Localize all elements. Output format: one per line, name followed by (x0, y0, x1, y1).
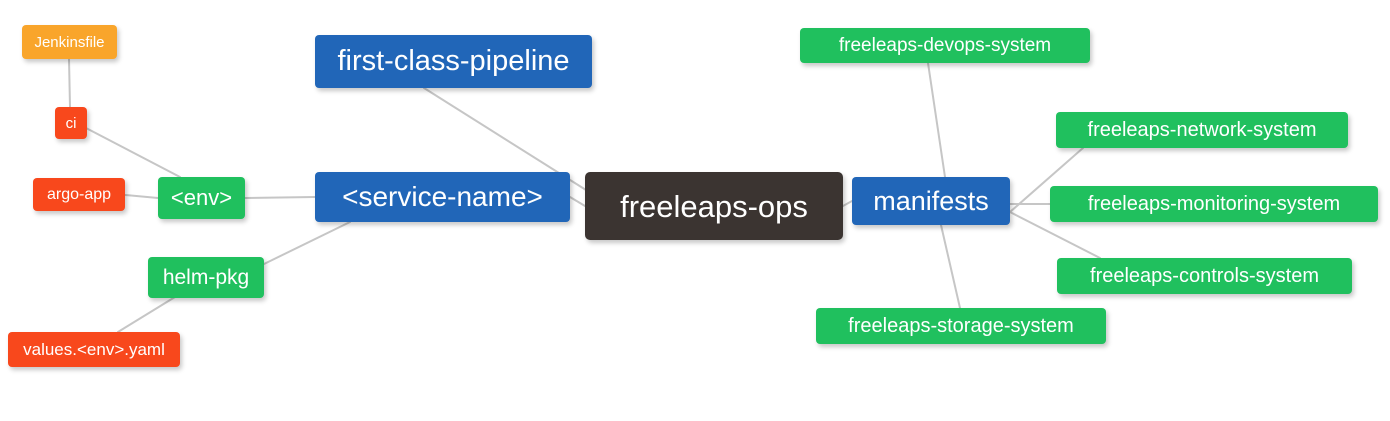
edge-ci-to-jenkinsfile (68, 58, 71, 108)
node-storage-system[interactable]: freeleaps-storage-system (816, 308, 1106, 344)
node-network-system[interactable]: freeleaps-network-system (1056, 112, 1348, 148)
edge-freeleaps-ops-to-manifests (842, 200, 853, 207)
edge-freeleaps-ops-to-service-name (569, 196, 586, 207)
node-values-yaml[interactable]: values.<env>.yaml (8, 332, 180, 367)
node-freeleaps-ops[interactable]: freeleaps-ops (585, 172, 843, 240)
edge-manifests-to-storage-system (940, 224, 961, 309)
node-env[interactable]: <env> (158, 177, 245, 219)
edge-env-to-argo-app (124, 194, 159, 199)
node-controls-system[interactable]: freeleaps-controls-system (1057, 258, 1352, 294)
edge-env-to-ci (85, 127, 181, 178)
node-manifests[interactable]: manifests (852, 177, 1010, 225)
edge-manifests-to-controls-system (1009, 211, 1101, 259)
edge-helm-pkg-to-values-yaml (117, 296, 176, 333)
node-ci[interactable]: ci (55, 107, 87, 139)
edge-service-name-to-helm-pkg (263, 221, 351, 265)
node-jenkinsfile[interactable]: Jenkinsfile (22, 25, 117, 59)
edge-manifests-to-devops-system (927, 62, 946, 178)
node-devops-system[interactable]: freeleaps-devops-system (800, 28, 1090, 63)
node-service-name[interactable]: <service-name> (315, 172, 570, 222)
node-monitoring-system[interactable]: freeleaps-monitoring-system (1050, 186, 1378, 222)
edge-manifests-to-network-system (1009, 147, 1084, 213)
node-first-class-pipeline[interactable]: first-class-pipeline (315, 35, 592, 88)
edge-service-name-to-env (244, 196, 316, 199)
node-argo-app[interactable]: argo-app (33, 178, 125, 211)
node-helm-pkg[interactable]: helm-pkg (148, 257, 264, 298)
